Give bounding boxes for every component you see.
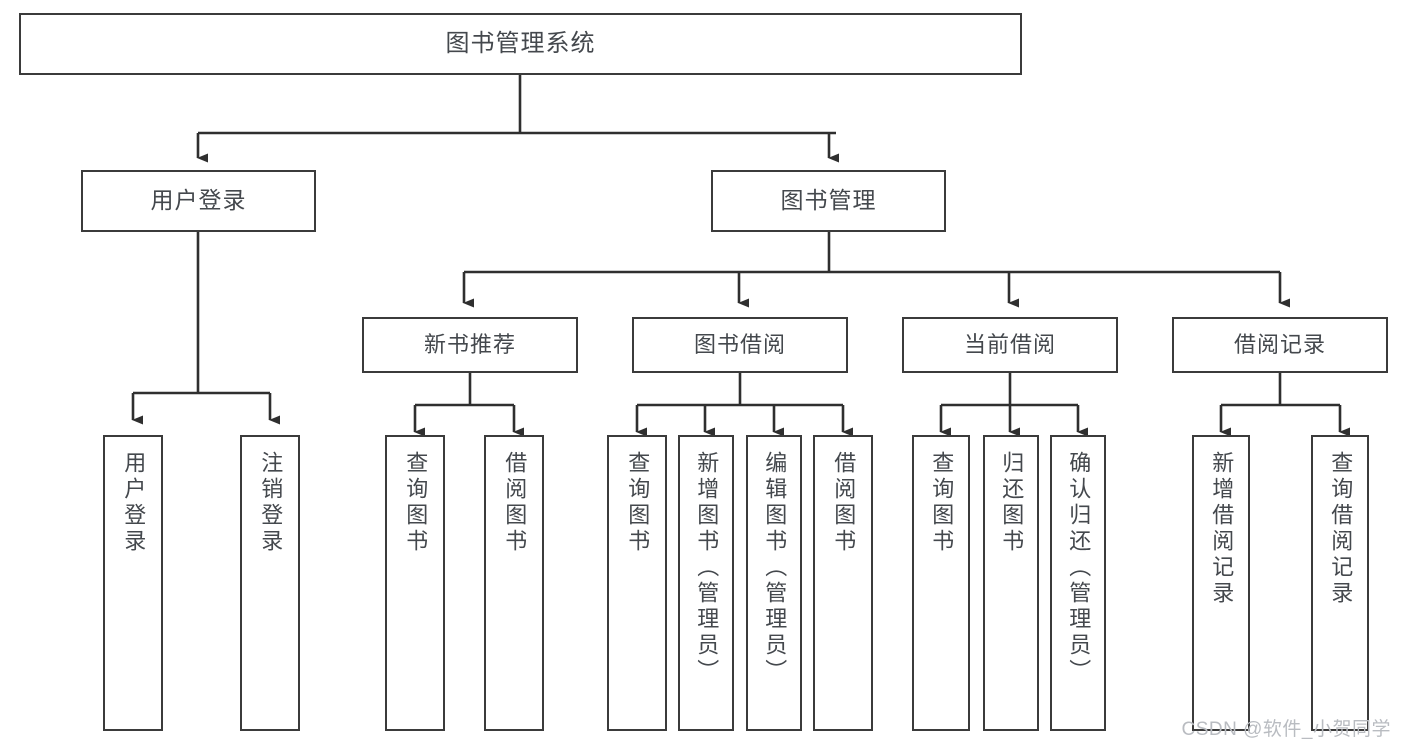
leaf-user-login-login[interactable]: 用户登录 [103,435,163,731]
leaf-label-current-borrow-1: 归还图书 [999,451,1025,555]
leaf-book-borrow-add[interactable]: 新增图书（管理员） [678,435,734,731]
leaf-label-book-borrow-1: 新增图书（管理员） [694,451,720,685]
leaf-label-current-borrow-0: 查询图书 [929,451,955,555]
node-label-book-manage: 图书管理 [780,187,877,214]
node-current-borrow[interactable]: 当前借阅 [902,317,1118,373]
leaf-current-borrow-query[interactable]: 查询图书 [912,435,970,731]
leaf-label-current-borrow-2: 确认归还（管理员） [1066,451,1092,685]
leaf-book-borrow-edit[interactable]: 编辑图书（管理员） [746,435,802,731]
node-borrow-record[interactable]: 借阅记录 [1172,317,1388,373]
leaf-book-borrow-query[interactable]: 查询图书 [607,435,667,731]
leaf-book-borrow-borrow[interactable]: 借阅图书 [813,435,873,731]
leaf-current-borrow-confirm[interactable]: 确认归还（管理员） [1050,435,1106,731]
csdn-watermark: CSDN @软件_小贺同学 [1181,719,1391,740]
node-user-login[interactable]: 用户登录 [81,170,316,232]
leaf-current-borrow-return[interactable]: 归还图书 [983,435,1039,731]
leaf-borrow-record-add[interactable]: 新增借阅记录 [1192,435,1250,731]
leaf-new-book-borrow[interactable]: 借阅图书 [484,435,544,731]
node-label-current-borrow: 当前借阅 [963,331,1056,357]
node-label-user-login: 用户登录 [150,187,247,214]
node-label-new-book-recommend: 新书推荐 [423,331,516,357]
node-book-manage[interactable]: 图书管理 [711,170,946,232]
leaf-label-user-login-0: 用户登录 [121,451,147,555]
leaf-new-book-query[interactable]: 查询图书 [385,435,445,731]
leaf-label-book-borrow-2: 编辑图书（管理员） [762,451,788,685]
leaf-borrow-record-query[interactable]: 查询借阅记录 [1311,435,1369,731]
node-root-system[interactable]: 图书管理系统 [19,13,1022,75]
leaf-user-login-logout[interactable]: 注销登录 [240,435,300,731]
node-book-borrow[interactable]: 图书借阅 [632,317,848,373]
leaf-label-book-borrow-0: 查询图书 [625,451,651,555]
leaf-label-new-book-rec-0: 查询图书 [403,451,429,555]
node-new-book-recommend[interactable]: 新书推荐 [362,317,578,373]
leaf-label-borrow-record-1: 查询借阅记录 [1328,451,1354,607]
leaf-label-borrow-record-0: 新增借阅记录 [1209,451,1235,607]
leaf-label-book-borrow-3: 借阅图书 [831,451,857,555]
leaf-label-user-login-1: 注销登录 [258,451,284,555]
node-label-borrow-record: 借阅记录 [1233,331,1326,357]
node-label-root: 图书管理系统 [445,29,596,57]
leaf-label-new-book-rec-1: 借阅图书 [502,451,528,555]
node-label-book-borrow: 图书借阅 [693,331,786,357]
